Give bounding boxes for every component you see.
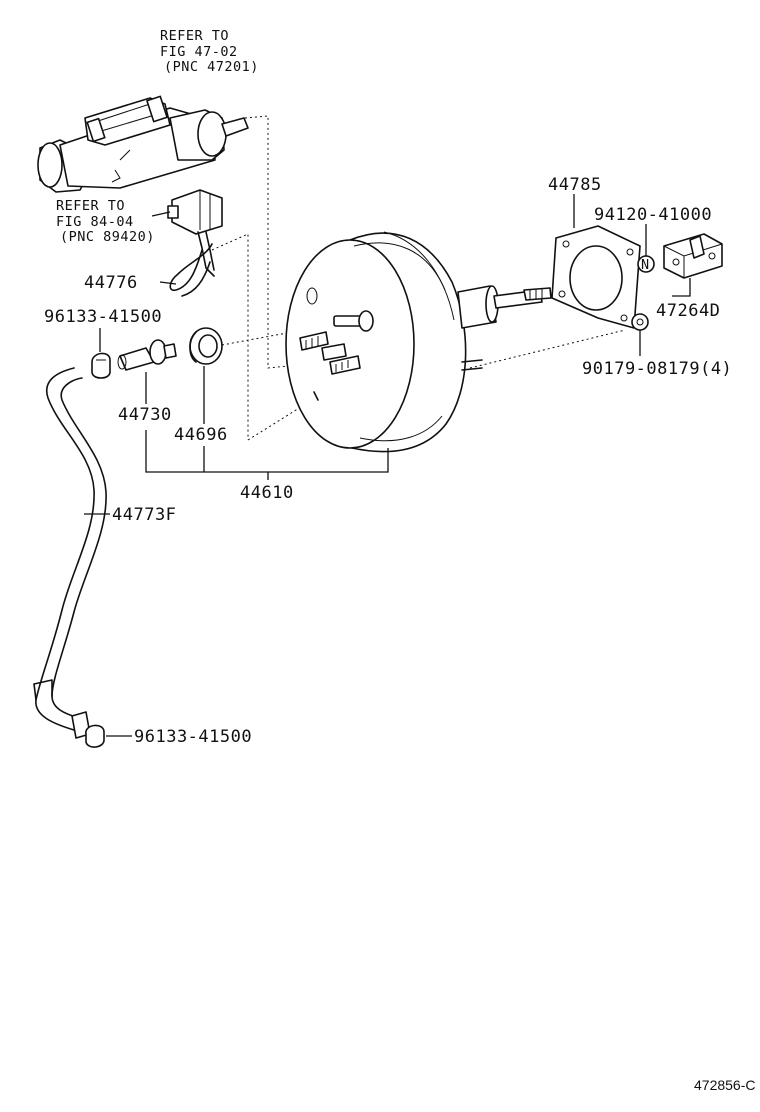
hose-44773f-illustration: [33, 367, 107, 739]
leader-lines: [84, 194, 691, 737]
reference-label-master-cylinder: REFER TO FIG 47-02 (PNC 47201): [160, 28, 259, 75]
nut-94120-illustration: N: [637, 255, 655, 273]
clevis-47264d-illustration: [663, 233, 723, 279]
part-label-44773f: 44773F: [112, 505, 176, 525]
reference-label-sensor: REFER TO FIG 84-04 (PNC 89420): [56, 198, 155, 245]
grommet-44696-illustration: [189, 327, 223, 365]
part-label-44785: 44785: [548, 175, 602, 195]
leader-44776: [159, 281, 177, 285]
gasket-44785-illustration: [551, 225, 641, 329]
ref-line-3: (PNC 47201): [164, 59, 259, 75]
part-label-94120: 94120-41000: [594, 205, 712, 225]
part-label-47264d: 47264D: [656, 301, 720, 321]
clamp-top-illustration: [91, 352, 111, 379]
ref-line-1: REFER TO: [56, 198, 125, 214]
part-label-44730: 44730: [118, 405, 172, 425]
part-label-44610: 44610: [240, 483, 294, 503]
brake-booster-illustration: [285, 231, 552, 453]
part-label-44696: 44696: [174, 425, 228, 445]
vacuum-sensor-illustration: [167, 189, 223, 277]
part-label-96133-bottom: 96133-41500: [134, 727, 252, 747]
clamp-bottom-illustration: [85, 724, 105, 748]
ref-line-3: (PNC 89420): [60, 229, 155, 245]
check-valve-44730-illustration: [117, 339, 177, 371]
ref-line-1: REFER TO: [160, 28, 229, 44]
ref-line-2: FIG 47-02: [160, 44, 238, 60]
illustration-id: 472856-C: [694, 1077, 756, 1093]
master-cylinder-illustration: [37, 95, 249, 193]
ref-line-2: FIG 84-04: [56, 214, 134, 230]
part-label-90179: 90179-08179(4): [582, 359, 732, 379]
nut-90179-illustration: [631, 313, 649, 331]
part-label-44776: 44776: [84, 273, 138, 293]
part-label-96133-top: 96133-41500: [44, 307, 162, 327]
hose-44776-illustration: [169, 243, 213, 297]
svg-text:N: N: [641, 257, 650, 273]
